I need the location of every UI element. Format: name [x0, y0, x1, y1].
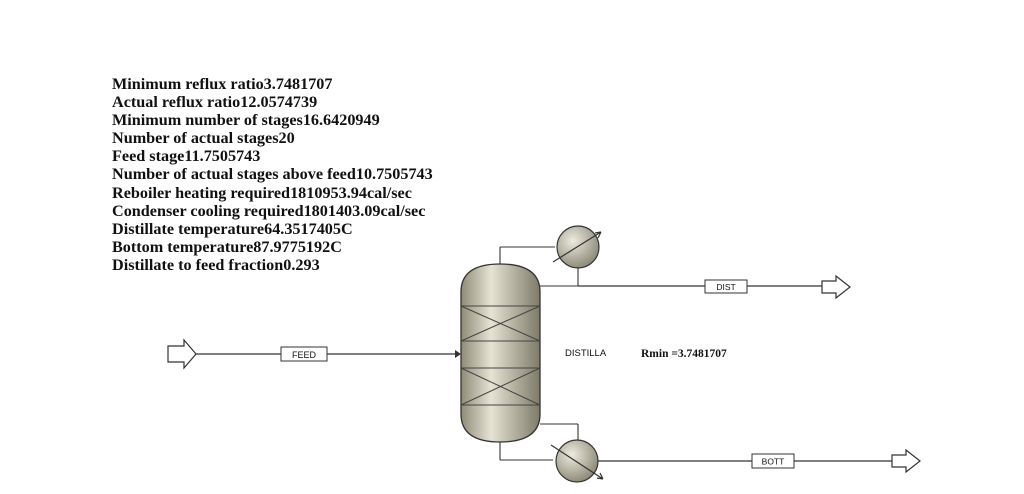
result-line: Minimum reflux ratio3.7481707 — [112, 75, 433, 93]
reboiler-piping — [499, 423, 579, 461]
result-label: Reboiler heating required — [112, 183, 291, 202]
dist-outlet-arrow — [821, 274, 851, 300]
result-line: Bottom temperature87.9775192C — [112, 238, 433, 256]
result-line: Actual reflux ratio12.0574739 — [112, 93, 433, 111]
dist-label: DIST — [716, 282, 735, 292]
condenser[interactable] — [552, 225, 602, 269]
reboiler-coil-icon — [550, 444, 604, 480]
results-list: Minimum reflux ratio3.7481707 Actual ref… — [112, 75, 433, 274]
result-line: Distillate temperature64.3517405C — [112, 220, 433, 238]
result-value: 20 — [278, 129, 295, 148]
result-value: 1810953.94cal/sec — [290, 183, 412, 202]
result-line: Distillate to feed fraction0.293 — [112, 256, 433, 274]
condenser-piping — [499, 246, 579, 287]
result-value: 12.0574739 — [240, 93, 318, 112]
result-value: 1801403.09cal/sec — [303, 201, 426, 220]
feed-inlet-arrow — [167, 338, 197, 370]
column-block-label: DISTILLA — [565, 348, 607, 359]
result-label: Feed stage — [112, 147, 185, 166]
result-value: 11.7505743 — [184, 147, 261, 166]
result-line: Condenser cooling required1801403.09cal/… — [112, 202, 433, 220]
rmin-annotation: Rmin =3.7481707 — [641, 348, 727, 360]
result-line: Number of actual stages above feed10.750… — [112, 165, 433, 183]
result-value: 87.9775192C — [253, 237, 342, 256]
feed-label-box — [280, 346, 328, 362]
result-label: Condenser cooling required — [112, 201, 304, 220]
bott-outlet-arrow — [891, 448, 921, 474]
dist-stream[interactable]: DIST — [578, 274, 851, 300]
result-label: Minimum reflux ratio — [112, 75, 264, 93]
result-label: Bottom temperature — [112, 237, 254, 256]
distillation-column[interactable] — [460, 263, 541, 443]
reboiler-shell — [555, 439, 599, 483]
result-value: 3.7481707 — [263, 75, 333, 93]
bott-label: BOTT — [762, 457, 785, 467]
bott-label-box — [751, 453, 795, 469]
result-label: Distillate temperature — [112, 219, 265, 238]
packing-cross — [460, 305, 541, 342]
result-value: 16.6420949 — [302, 111, 380, 130]
feed-arrowhead — [455, 350, 461, 358]
result-label: Distillate to feed fraction — [112, 255, 284, 274]
condenser-coil-icon — [552, 231, 602, 263]
feed-label: FEED — [292, 350, 317, 360]
result-line: Number of actual stages20 — [112, 129, 433, 147]
column-shell — [460, 263, 541, 443]
result-value: 0.293 — [283, 255, 320, 274]
result-line: Feed stage11.7505743 — [112, 147, 433, 165]
result-label: Actual reflux ratio — [112, 93, 241, 112]
result-line: Minimum number of stages16.6420949 — [112, 111, 433, 129]
result-line: Reboiler heating required1810953.94cal/s… — [112, 184, 433, 202]
bott-stream[interactable]: BOTT — [598, 448, 921, 474]
dist-label-box — [704, 279, 748, 294]
result-label: Number of actual stages — [112, 129, 279, 148]
result-label: Number of actual stages above feed — [112, 165, 356, 184]
reboiler[interactable] — [550, 439, 604, 483]
packing-cross — [460, 367, 541, 406]
result-label: Minimum number of stages — [112, 111, 303, 130]
result-value: 10.7505743 — [355, 165, 433, 184]
feed-stream[interactable]: FEED — [167, 338, 461, 370]
result-value: 64.3517405C — [264, 219, 353, 238]
